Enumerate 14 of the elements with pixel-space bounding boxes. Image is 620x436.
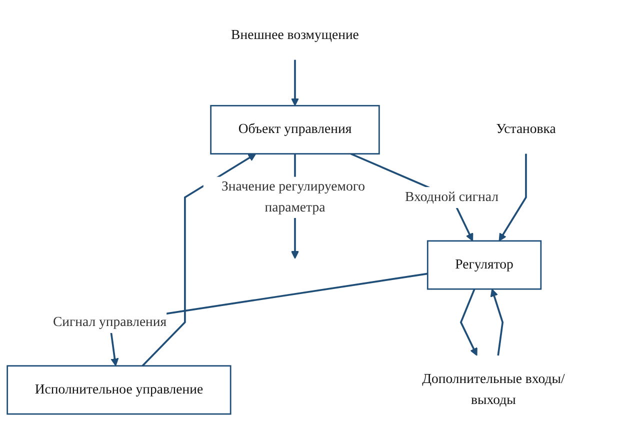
- edge-label: Сигнал управления: [52, 314, 167, 330]
- node-box: Исполнительное управление: [6, 365, 232, 415]
- edge-label: Значение регулируемого параметра: [222, 179, 366, 215]
- node-box: Объект управления: [210, 104, 380, 154]
- arrow: [460, 288, 478, 356]
- node-text: Установка: [496, 122, 556, 137]
- arrow: [142, 153, 256, 367]
- node-text: Дополнительные входы/выходы: [422, 372, 565, 408]
- arrow: [498, 154, 527, 242]
- node-box: Регулятор: [426, 240, 542, 290]
- arrow: [490, 288, 504, 356]
- node-text: Внешнее возмущение: [231, 28, 359, 43]
- arrow: [290, 60, 300, 106]
- edge-label: Входной сигнал: [405, 190, 498, 204]
